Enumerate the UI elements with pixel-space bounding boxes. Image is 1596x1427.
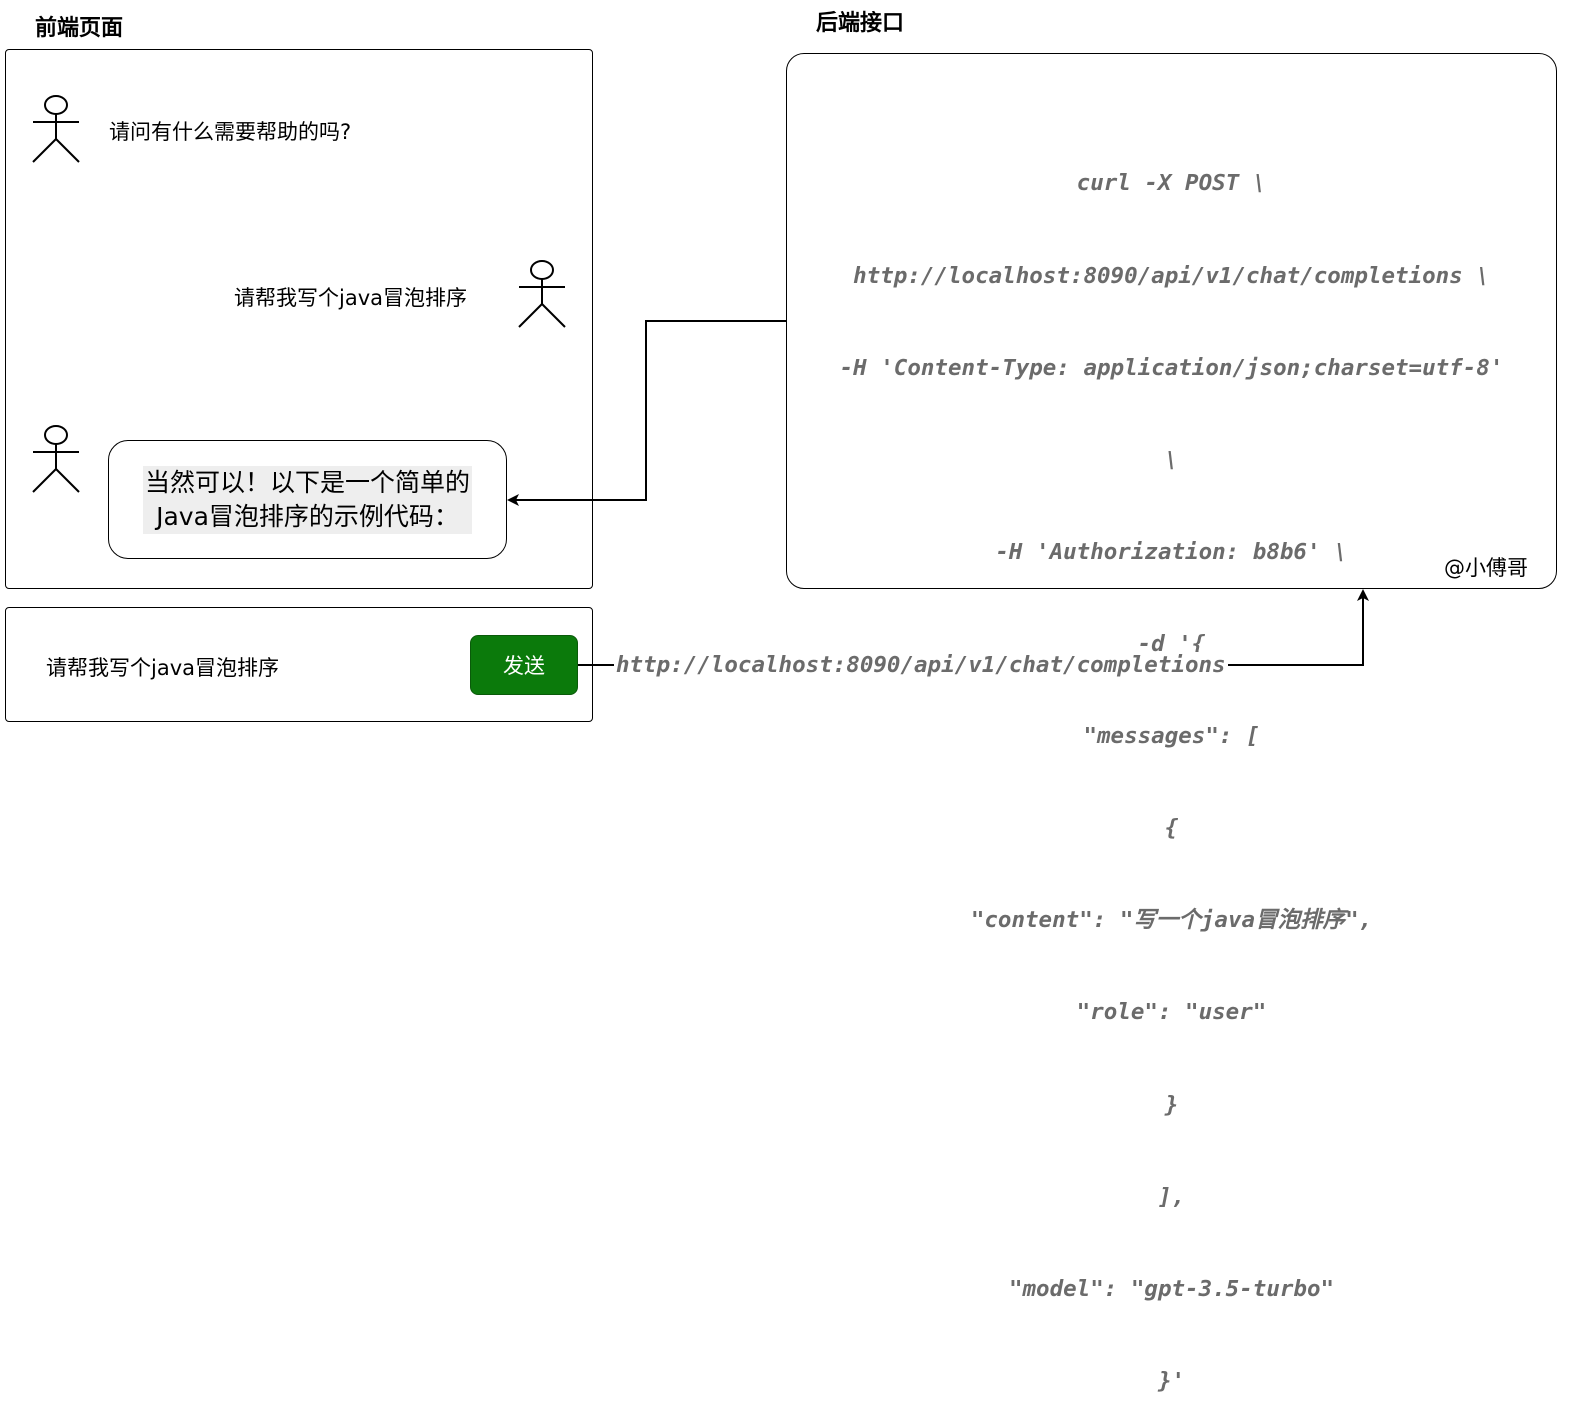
bot-reply-line: 当然可以！以下是一个简单的 xyxy=(144,467,470,497)
code-line: }' xyxy=(1157,1367,1186,1394)
bot-greeting-message: 请问有什么需要帮助的吗? xyxy=(109,120,352,144)
response-arrow xyxy=(507,320,786,506)
code-line: http://localhost:8090/api/v1/chat/comple… xyxy=(853,262,1490,289)
bot-reply-bubble: 当然可以！以下是一个简单的 Java冒泡排序的示例代码： xyxy=(108,440,507,559)
user-message: 请帮我写个java冒泡排序 xyxy=(234,286,467,310)
code-line: \ xyxy=(1164,446,1179,473)
code-line: -H 'Content-Type: application/json;chars… xyxy=(839,354,1504,381)
code-line: -H 'Authorization: b8b6' \ xyxy=(995,538,1348,565)
author-signature: @小傅哥 xyxy=(1444,556,1528,580)
message-input[interactable]: 请帮我写个java冒泡排序 xyxy=(46,656,279,680)
code-line: } xyxy=(1164,1091,1179,1118)
code-line: ], xyxy=(1157,1183,1186,1210)
backend-title: 后端接口 xyxy=(816,11,905,36)
bot-reply-text: 当然可以！以下是一个简单的 Java冒泡排序的示例代码： xyxy=(142,465,472,534)
send-button[interactable]: 发送 xyxy=(470,635,578,695)
backend-request-box xyxy=(786,53,1557,589)
code-line: "model": "gpt-3.5-turbo" xyxy=(1008,1275,1335,1302)
request-url-label: http://localhost:8090/api/v1/chat/comple… xyxy=(614,652,1228,678)
bot-reply-line: Java冒泡排序的示例代码： xyxy=(156,501,459,531)
connector-lines xyxy=(507,320,1369,666)
frontend-title: 前端页面 xyxy=(35,16,124,41)
code-line: { xyxy=(1164,815,1179,842)
user-avatar-icon xyxy=(517,259,567,329)
bot-avatar-icon xyxy=(31,94,81,164)
code-line: "role": "user" xyxy=(1076,999,1267,1026)
code-line: "content": "写一个java冒泡排序", xyxy=(970,907,1373,934)
bot-avatar-icon xyxy=(31,424,81,494)
code-line: curl -X POST \ xyxy=(1076,170,1267,197)
